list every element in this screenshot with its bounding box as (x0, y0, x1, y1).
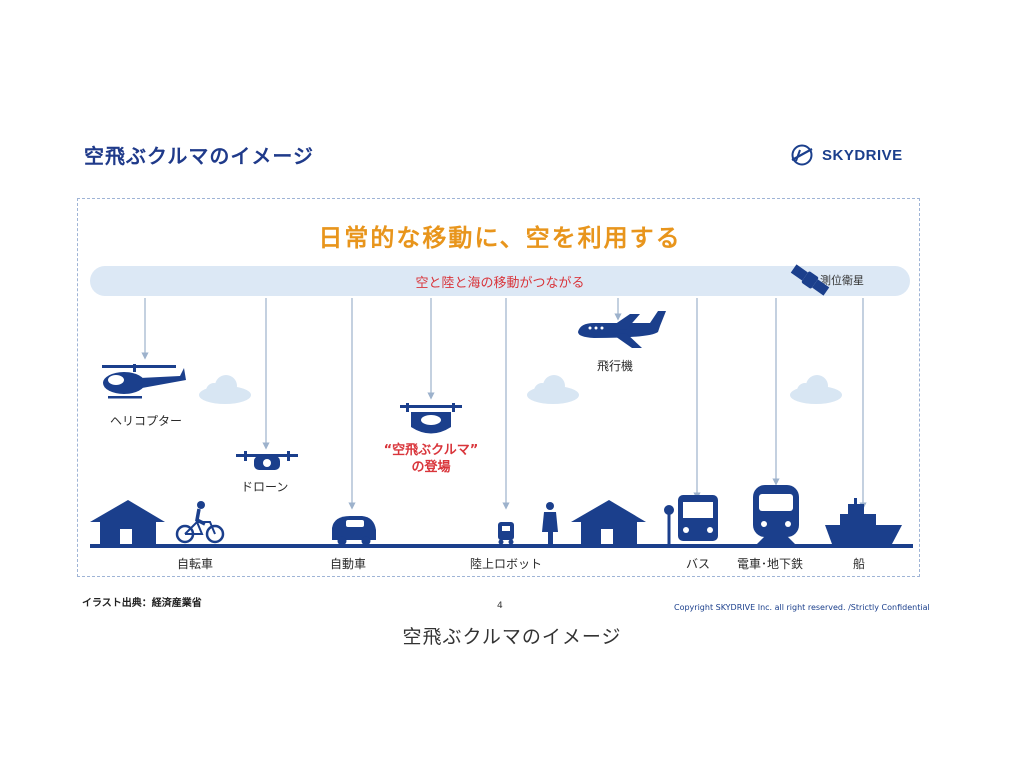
bicycle-icon (175, 501, 225, 544)
label-flying-car: “空飛ぶクルマ” の登場 (371, 442, 491, 476)
skydrive-logo: SKYDRIVE (790, 144, 903, 166)
label-bus: バス (686, 557, 711, 571)
cloud-icon (199, 375, 251, 404)
satellite-label: 測位衛星 (820, 274, 864, 287)
drone-icon (236, 451, 298, 470)
flying-car-icon (400, 403, 462, 434)
skydrive-mark-icon (791, 144, 813, 166)
slide: 空飛ぶクルマのイメージ SKYDRIVE 日常的な移動に、空を利用する 空と陸と… (60, 120, 940, 630)
bus-icon (678, 495, 718, 541)
bus-stop-icon (664, 505, 674, 544)
house-icon (90, 500, 165, 544)
ship-icon (825, 498, 902, 544)
label-flying-car-line1: “空飛ぶクルマ” (383, 443, 479, 458)
label-helicopter: ヘリコプター (110, 414, 183, 428)
label-drone: ドローン (241, 480, 289, 494)
diagram-frame (77, 198, 920, 577)
cloud-icon (790, 375, 842, 404)
train-icon (753, 485, 799, 544)
page-number: 4 (497, 601, 503, 611)
label-car: 自動車 (330, 557, 367, 571)
label-airplane: 飛行機 (597, 359, 634, 373)
image-caption: 空飛ぶクルマのイメージ (402, 626, 622, 648)
label-ship: 船 (853, 557, 866, 571)
house-icon (571, 500, 646, 544)
copyright-notice: Copyright SKYDRIVE Inc. all right reserv… (674, 603, 930, 612)
sky-bar-label: 空と陸と海の移動がつながる (415, 276, 585, 291)
helicopter-icon (102, 364, 186, 399)
label-flying-car-line2: の登場 (411, 460, 451, 475)
car-icon (332, 516, 376, 546)
label-robot: 陸上ロボット (470, 557, 543, 571)
headline: 日常的な移動に、空を利用する (318, 224, 682, 252)
connector-arrows (141, 298, 867, 510)
robot-icon (498, 522, 514, 545)
sky-bar: 空と陸と海の移動がつながる (90, 266, 910, 296)
illustration-credit: イラスト出典：経済産業省 (82, 598, 202, 609)
ground-line (90, 544, 913, 548)
person-icon (542, 502, 558, 544)
logo-text: SKYDRIVE (822, 146, 903, 164)
label-bicycle: 自転車 (177, 557, 214, 571)
slide-title: 空飛ぶクルマのイメージ (84, 144, 314, 168)
diagram-illustrations (90, 264, 913, 548)
satellite-icon (790, 264, 830, 296)
cloud-icon (527, 375, 579, 404)
airplane-icon (578, 311, 666, 348)
label-train: 電車･地下鉄 (737, 557, 804, 571)
